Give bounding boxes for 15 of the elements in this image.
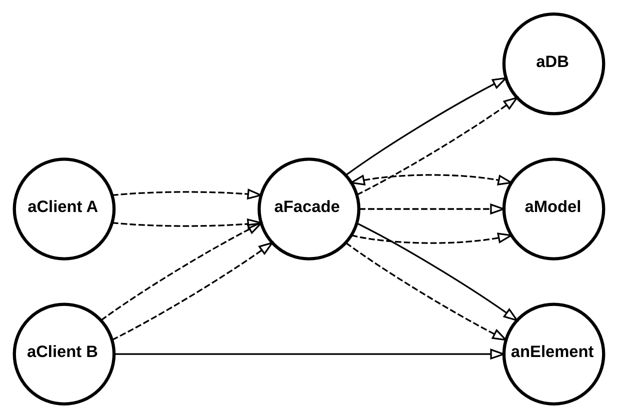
arrow bbox=[112, 188, 264, 200]
arrow bbox=[356, 222, 519, 322]
arrow bbox=[100, 222, 264, 320]
arrow bbox=[112, 218, 264, 230]
arrow bbox=[114, 348, 506, 360]
arrow bbox=[351, 232, 514, 244]
arrow bbox=[112, 240, 274, 340]
arrow bbox=[346, 242, 508, 341]
node-circle: aModel bbox=[502, 157, 606, 260]
arrow bbox=[348, 174, 514, 185]
arrow bbox=[356, 96, 519, 196]
arrow bbox=[359, 202, 506, 214]
arrow bbox=[346, 76, 508, 176]
node-circle: aClient B bbox=[12, 302, 116, 406]
node-circle: aClient A bbox=[12, 157, 116, 260]
